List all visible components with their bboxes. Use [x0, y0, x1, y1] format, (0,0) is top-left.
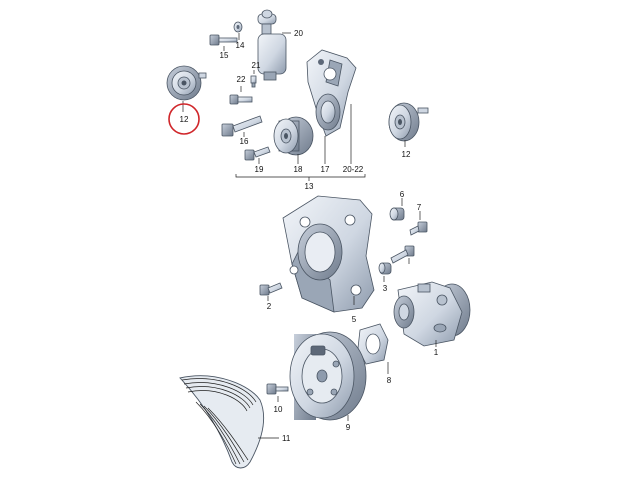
callout-6[interactable]: 6 — [400, 190, 405, 199]
callout-12-left[interactable]: 12 — [180, 115, 189, 124]
bushing-3[interactable] — [378, 262, 392, 275]
bolt-19[interactable] — [244, 146, 271, 161]
tension-pulley-18[interactable] — [273, 116, 314, 156]
pump-pulley-9[interactable] — [289, 331, 367, 421]
bolt-22[interactable] — [229, 94, 253, 105]
callout-5[interactable]: 5 — [352, 315, 357, 324]
callout-15[interactable]: 15 — [220, 51, 229, 60]
callout-18[interactable]: 18 — [294, 165, 303, 174]
bolt-4[interactable] — [390, 245, 415, 264]
callout-19[interactable]: 19 — [255, 165, 264, 174]
callout-11[interactable]: 11 — [282, 434, 291, 443]
idler-pulley-right[interactable] — [388, 102, 429, 142]
callout-20-22[interactable]: 20-22 — [343, 165, 364, 174]
bolt-10[interactable] — [266, 383, 289, 395]
group-bracket-13 — [235, 174, 366, 178]
tensioner-bracket-17[interactable] — [306, 49, 357, 137]
bolt-15[interactable] — [209, 34, 238, 46]
bolt-16[interactable] — [221, 115, 263, 137]
callout-2[interactable]: 2 — [267, 302, 272, 311]
washer-14[interactable] — [233, 21, 243, 33]
bolt-2[interactable] — [259, 282, 283, 296]
callout-10[interactable]: 10 — [274, 405, 283, 414]
callout-20[interactable]: 20 — [294, 29, 303, 38]
callout-12-right[interactable]: 12 — [402, 150, 411, 159]
callout-1[interactable]: 1 — [434, 348, 439, 357]
ribbed-belt-11[interactable] — [179, 375, 265, 469]
callout-21[interactable]: 21 — [252, 61, 261, 70]
callout-16[interactable]: 16 — [240, 137, 249, 146]
callout-3[interactable]: 3 — [383, 284, 388, 293]
callout-14[interactable]: 14 — [236, 41, 245, 50]
callout-9[interactable]: 9 — [346, 423, 351, 432]
screw-21[interactable] — [250, 75, 257, 88]
idler-pulley-left[interactable] — [166, 65, 207, 101]
highlight-ring — [168, 103, 200, 135]
callout-13[interactable]: 13 — [305, 182, 314, 191]
callout-8[interactable]: 8 — [387, 376, 392, 385]
callout-7[interactable]: 7 — [417, 203, 422, 212]
power-steering-pump-1[interactable] — [393, 281, 471, 347]
pump-bracket-5[interactable] — [282, 195, 375, 313]
tension-damper-20[interactable] — [257, 9, 287, 81]
gasket-8[interactable] — [357, 323, 389, 365]
callout-22[interactable]: 22 — [237, 75, 246, 84]
bushing-6[interactable] — [389, 207, 405, 221]
callout-17[interactable]: 17 — [321, 165, 330, 174]
bolt-7[interactable] — [409, 221, 428, 236]
